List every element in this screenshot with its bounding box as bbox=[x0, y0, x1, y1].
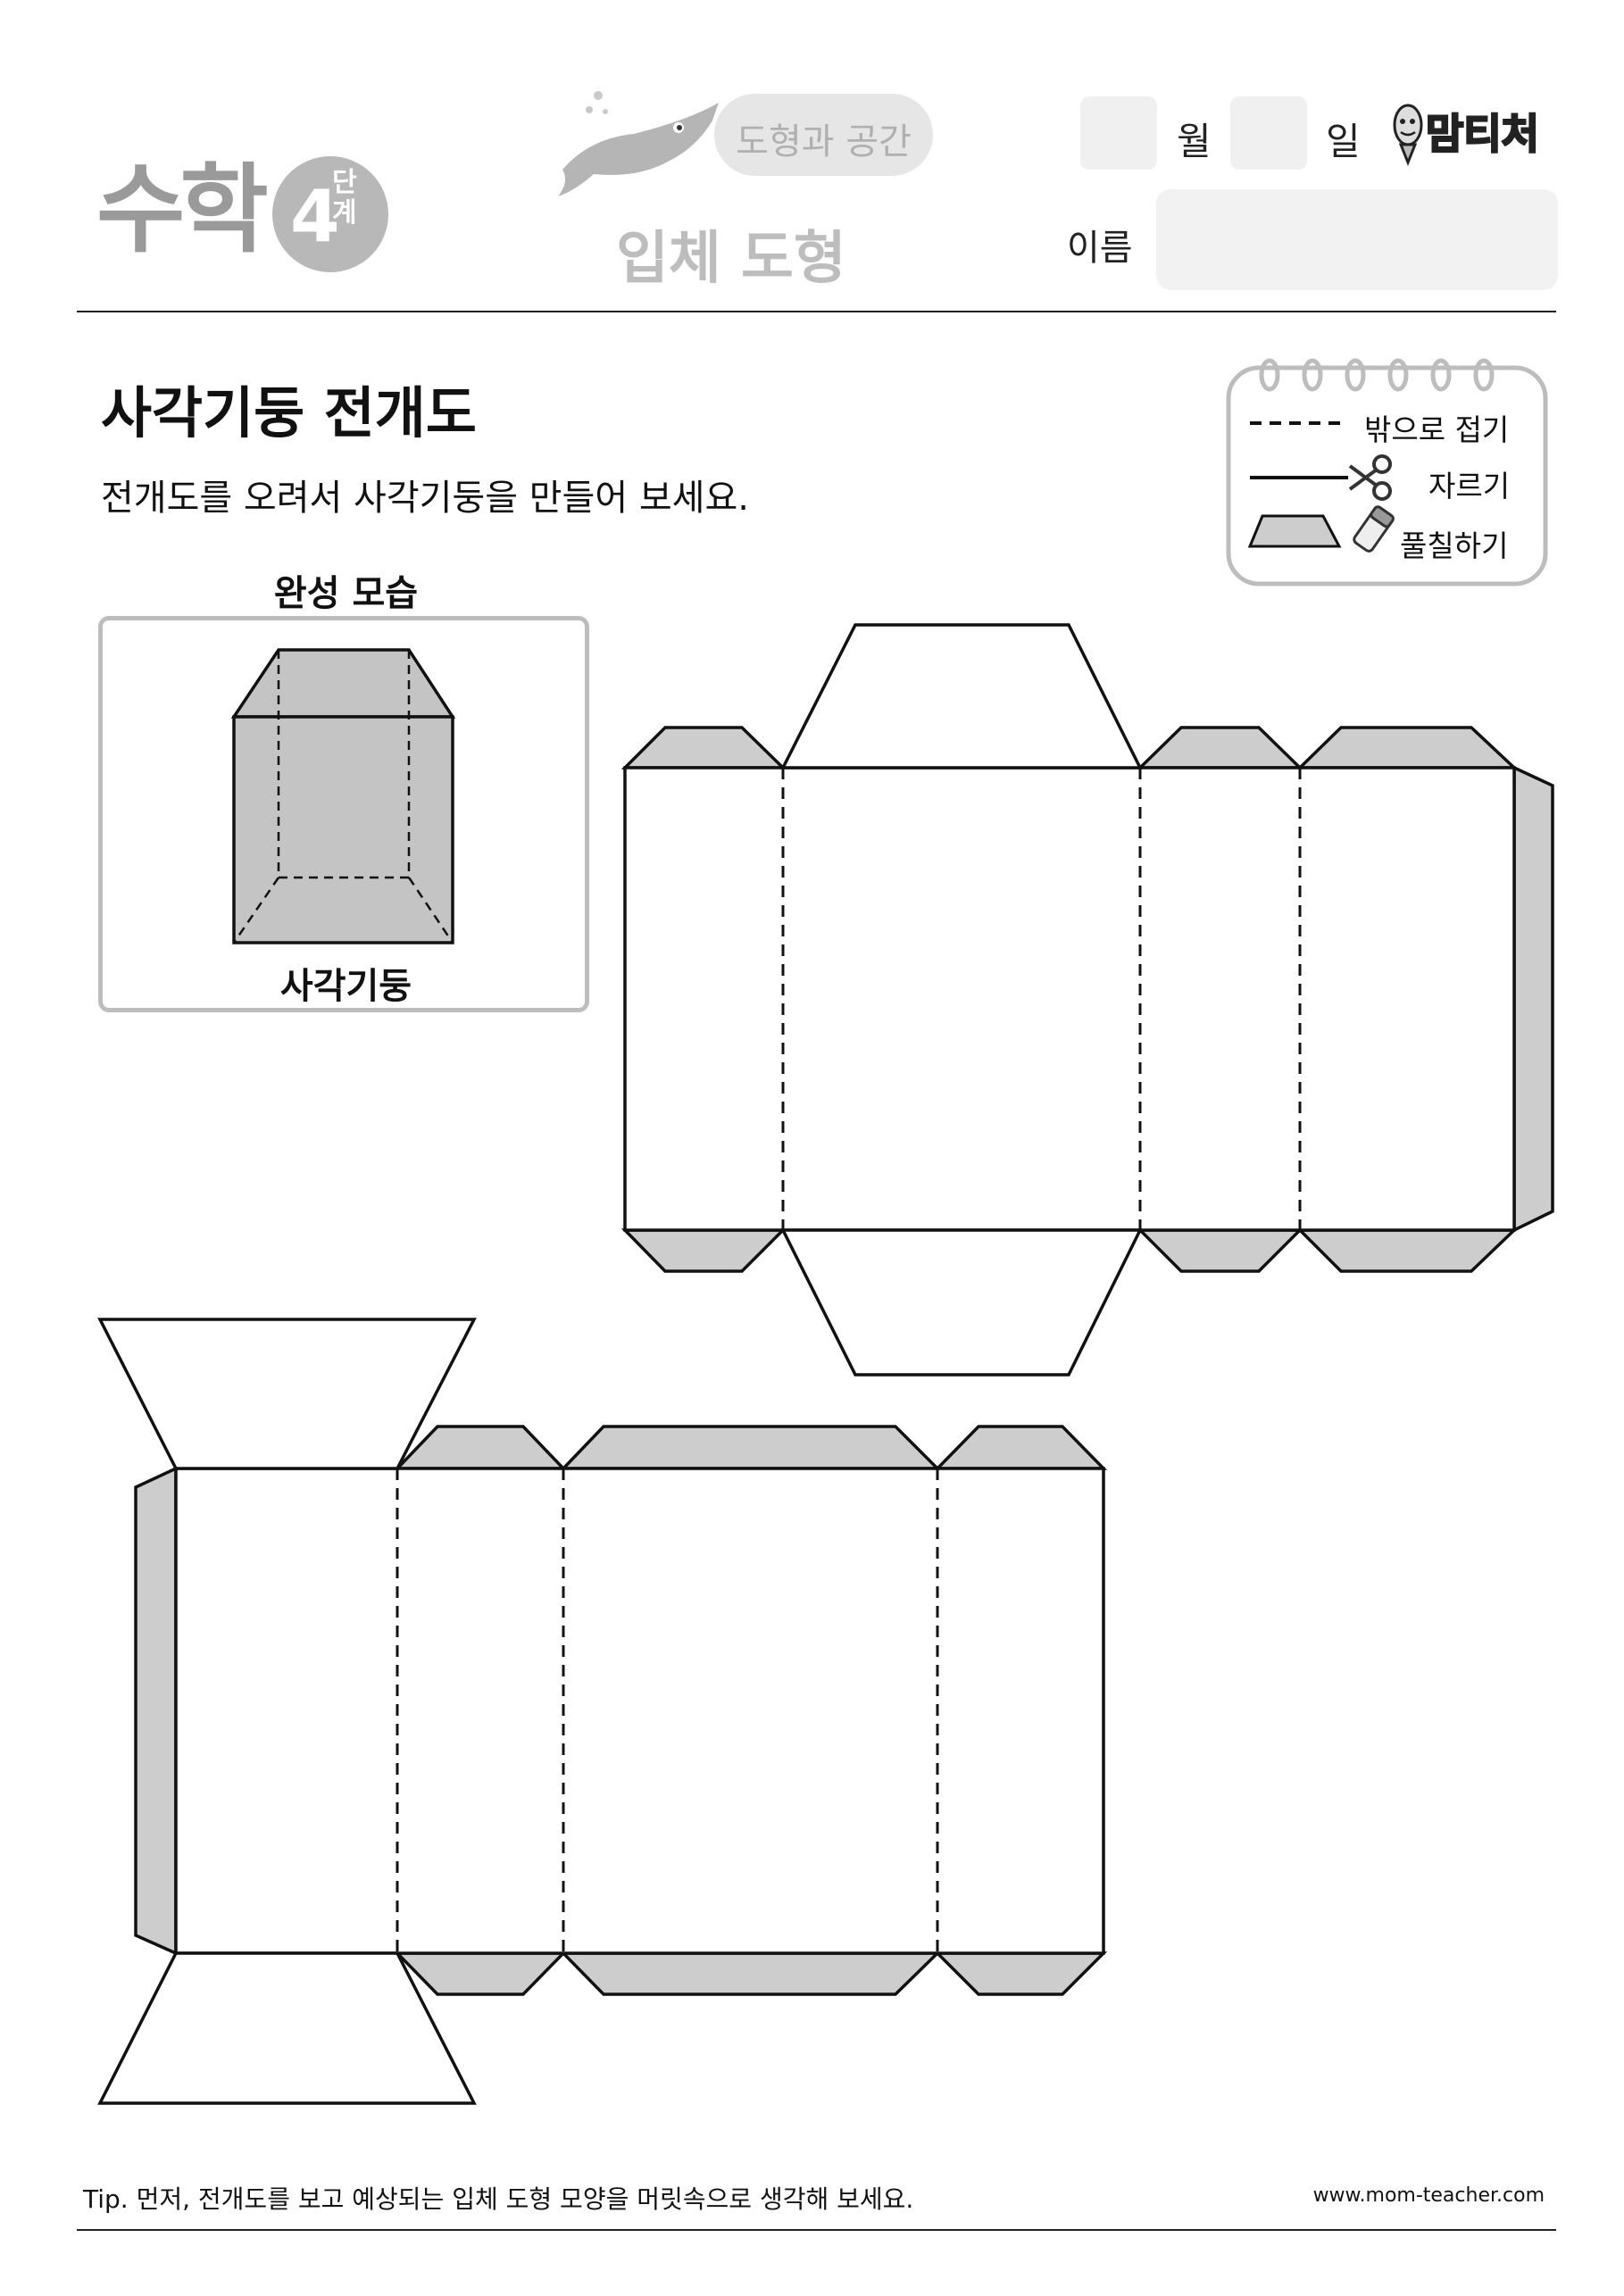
glue-area-sample bbox=[1247, 514, 1342, 548]
month-input[interactable] bbox=[1080, 96, 1157, 170]
example-heading: 완성 모습 bbox=[273, 573, 419, 614]
base-face bbox=[97, 1951, 477, 2105]
footer-website: www.mom-teacher.com bbox=[1312, 2184, 1545, 2207]
day-input[interactable] bbox=[1230, 96, 1307, 170]
fold-lines bbox=[174, 1467, 1103, 1955]
month-label: 월 bbox=[1177, 120, 1212, 163]
subject-logo: 수학 bbox=[96, 154, 269, 266]
day-label: 일 bbox=[1326, 120, 1361, 163]
footer-tip: Tip. 먼저, 전개도를 보고 예상되는 입체 도형 모양을 머릿속으로 생각… bbox=[83, 2184, 914, 2214]
level-badge bbox=[272, 156, 388, 272]
glue-tab bbox=[1295, 726, 1519, 769]
glue-tab bbox=[393, 1951, 568, 1996]
glue-stick-icon bbox=[1353, 505, 1395, 553]
glue-tab bbox=[933, 1951, 1108, 1996]
glue-tab bbox=[1512, 765, 1554, 1233]
topic-title: 입체 도형 bbox=[616, 226, 846, 292]
legend-notepad bbox=[1226, 358, 1548, 586]
base-face bbox=[97, 1318, 477, 1470]
glue-tab bbox=[1136, 726, 1304, 769]
glue-tab bbox=[559, 1951, 942, 1996]
header-divider bbox=[77, 311, 1556, 312]
scissors-icon bbox=[1348, 454, 1392, 501]
name-label: 이름 bbox=[1067, 228, 1133, 269]
example-caption: 사각기둥 bbox=[279, 966, 412, 1007]
example-box bbox=[98, 616, 589, 1012]
level-word: 단계 bbox=[332, 167, 357, 229]
net-1 bbox=[620, 623, 1554, 1377]
base-face bbox=[780, 623, 1143, 769]
glue-tab bbox=[559, 1425, 942, 1470]
brand-name: 맘티처 bbox=[1426, 110, 1539, 158]
fold-lines bbox=[625, 766, 1516, 1232]
category-label: 도형과 공간 bbox=[736, 121, 912, 162]
glue-tab bbox=[1136, 1228, 1304, 1273]
glue-tab bbox=[620, 726, 787, 769]
pencil-mascot-icon bbox=[1393, 104, 1423, 167]
brand-logo: 맘티처 bbox=[1393, 104, 1540, 167]
glue-tab bbox=[134, 1466, 178, 1956]
glue-legend-label: 풀칠하기 bbox=[1400, 528, 1509, 563]
glue-tab bbox=[393, 1425, 568, 1470]
fold-legend-label: 밖으로 접기 bbox=[1364, 412, 1510, 447]
category-pill bbox=[714, 94, 933, 176]
name-input[interactable] bbox=[1156, 189, 1558, 290]
whale-mascot-icon bbox=[558, 91, 719, 196]
glue-tab bbox=[1295, 1228, 1519, 1273]
level-number: 4 bbox=[290, 175, 340, 258]
worksheet-title: 사각기둥 전개도 bbox=[101, 380, 477, 445]
glue-tab bbox=[620, 1228, 787, 1273]
net-2 bbox=[97, 1318, 1108, 2105]
base-face bbox=[780, 1228, 1143, 1377]
worksheet-instruction: 전개도를 오려서 사각기둥을 만들어 보세요. bbox=[101, 478, 749, 519]
cut-legend-label: 자르기 bbox=[1428, 469, 1511, 503]
footer-divider bbox=[77, 2229, 1556, 2231]
glue-tab bbox=[933, 1425, 1108, 1470]
